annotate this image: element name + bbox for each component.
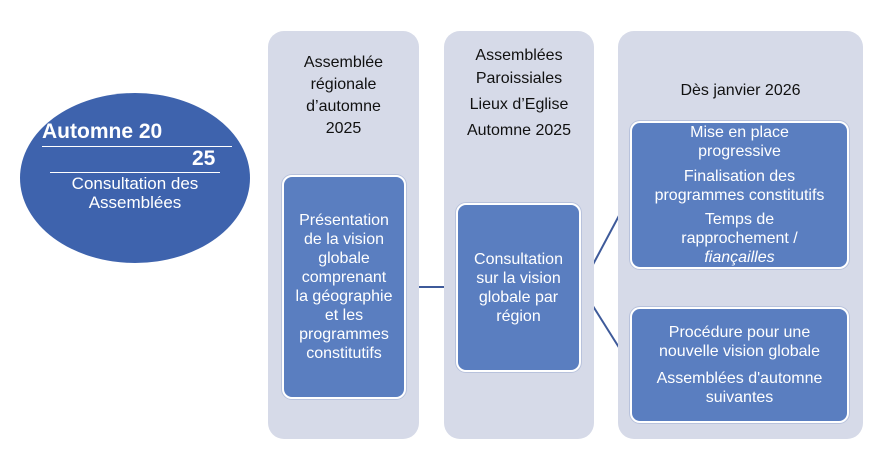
implementation-box: Mise en place progressive Finalisation d… [630, 121, 849, 269]
vision-presentation-box: Présentation de la vision globale compre… [282, 175, 406, 399]
consultation-box: Consultation sur la vision globale par r… [456, 203, 581, 372]
start-title-part1: Automne 20 [42, 120, 163, 143]
procedure-box: Procédure pour une nouvelle vision globa… [630, 307, 849, 423]
column-regional-assembly-title: Assemblée régionale d’automne 2025 [303, 54, 384, 137]
column-from-january-2026-title: Dès janvier 2026 [680, 82, 801, 99]
column-parish-assemblies-title: Assemblées Paroissiales Lieux d’Eglise A… [466, 47, 572, 139]
start-title-part2: 25 [192, 147, 216, 170]
fiancailles-label: fiançailles [704, 249, 775, 266]
start-circle: Automne 20 25 Consultation des Assemblée… [20, 93, 250, 263]
start-underline-2 [50, 172, 220, 173]
start-underline-1 [42, 146, 232, 147]
start-subtitle: Consultation des Assemblées [71, 174, 199, 212]
